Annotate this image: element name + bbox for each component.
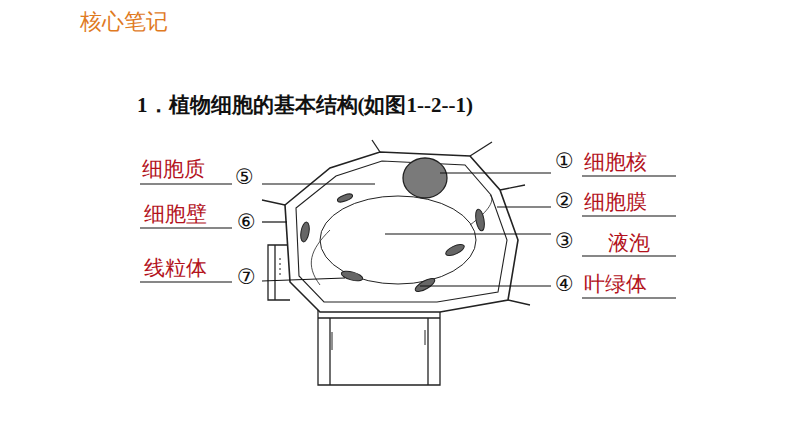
callout-number: ⑥ [237, 211, 256, 234]
section-tag: 核心笔记 [80, 10, 168, 34]
part-name: 细胞质 [142, 158, 205, 181]
callout-number: ④ [555, 273, 574, 296]
part-name: 线粒体 [144, 257, 207, 280]
callout-number: ⑤ [235, 166, 254, 189]
callout-number: ① [555, 150, 574, 173]
part-name: 细胞壁 [144, 203, 207, 226]
heading: 1．植物细胞的基本结构(如图1--2--1) [137, 94, 473, 117]
part-name: 细胞膜 [584, 191, 647, 214]
callout-number: ⑦ [237, 266, 256, 289]
callout-number: ③ [555, 230, 574, 253]
part-name: 叶绿体 [584, 273, 647, 296]
callout-number: ② [555, 190, 574, 213]
part-name: 液泡 [608, 232, 650, 255]
part-name: 细胞核 [584, 151, 647, 174]
